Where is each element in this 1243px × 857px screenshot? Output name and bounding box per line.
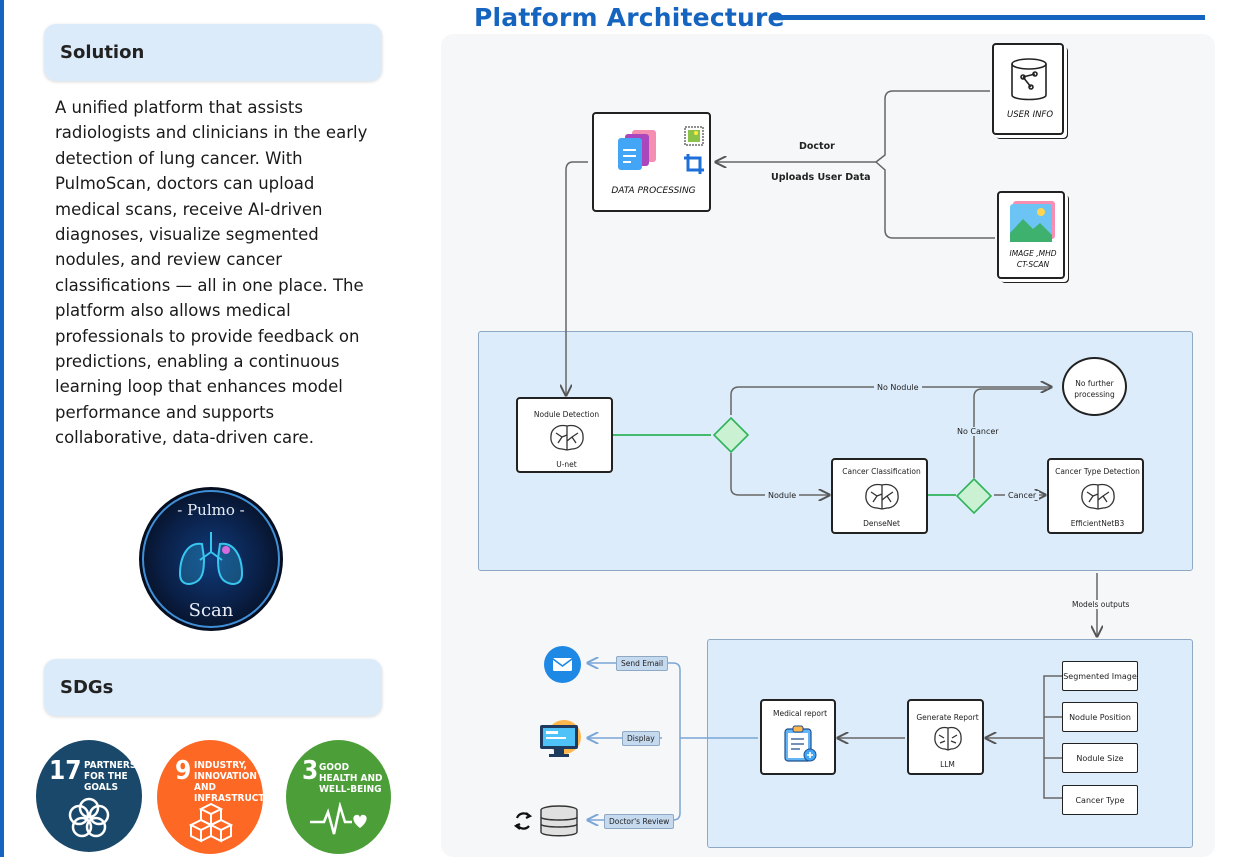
solution-heading-text: Solution [60,42,145,63]
processing-label: processing [1074,390,1115,399]
left-accent-bar [0,0,4,857]
ct-scan-label: CT-SCAN [1016,260,1050,269]
logo-top-text: - Pulmo - [177,501,244,519]
send-email-tag: Send Email [616,656,669,671]
solution-line: detection of lung cancer. With [55,148,303,168]
clipboard-report-icon [784,725,817,762]
data-processing-node: DATA PROCESSING [592,112,711,212]
sdg-9-badge: 9 INDUSTRY, INNOVATION AND INFRASTRUCTUR… [157,740,285,854]
solution-line: PulmoScan, doctors can upload [55,174,315,194]
generate-report-node: Generate Report LLM [907,699,984,775]
logo-bottom-text: Scan [189,600,234,621]
nodule-position-box: Nodule Position [1062,702,1138,732]
solution-heading: Solution [44,24,382,81]
unet-label: U-net [556,460,577,469]
monitor-display-icon [538,717,584,761]
database-sync-icon [513,804,585,838]
cancer-classification-label: Cancer Classification [842,467,921,476]
solution-line: professionals to provide feedback on [55,326,360,346]
solution-line: nodules, and review cancer [55,250,283,270]
sdg-3-badge: 3 GOOD HEALTH AND WELL-BEING [286,740,391,854]
pulmoscan-logo: - Pulmo - Scan [138,486,284,632]
sdg-17-badge: 17 PARTNERSHIPS FOR THE GOALS [36,740,161,852]
sdg-17-text: PARTNERSHIPS FOR THE GOALS [84,760,161,793]
nodule-label: Nodule [765,491,800,500]
diagram-title: Platform Architecture [474,3,785,32]
brain-icon [865,483,899,510]
crop-icon [684,154,704,174]
solution-line: A unified platform that assists [55,98,303,117]
solution-line: learning loop that enhances model [55,377,343,397]
cancer-classification-node: Cancer Classification DenseNet [831,458,928,534]
no-further-label: No further [1075,379,1114,388]
solution-line: classifications — all in one place. The [55,275,364,295]
cancer-type-label: Cancer Type [1075,795,1125,805]
no-cancer-label: No Cancer [954,427,1002,436]
solution-line: collaborative, data-driven care. [55,428,314,448]
brain-chip-icon [934,726,962,751]
sdg-3-number: 3 [302,756,319,786]
sdg-9-number: 9 [175,756,192,786]
sdg-9-text: INDUSTRY, INNOVATION AND INFRASTRUCTURE [194,760,285,804]
nodule-size-box: Nodule Size [1062,743,1138,773]
doctors-review-tag: Doctor's Review [604,814,675,829]
image-mhd-node: IMAGE ,MHD CT-SCAN [997,191,1065,279]
nodule-size-label: Nodule Size [1076,753,1124,763]
documents-icon [618,130,656,170]
medical-report-label: Medical report [772,709,828,718]
solution-line: predictions, enabling a continuous [55,352,340,372]
nodule-position-label: Nodule Position [1069,712,1131,722]
user-info-node: USER INFO [992,43,1064,135]
heartbeat-icon [310,802,367,835]
sdgs-heading-text: SDGs [60,677,114,698]
brain-icon [550,424,584,451]
uploads-label: Uploads User Data [771,172,871,183]
display-tag: Display [622,731,660,746]
generate-report-label: Generate Report [916,713,979,722]
efficientnet-label: EfficientNetB3 [1070,519,1125,528]
segmented-image-label: Segmented Image [1063,671,1137,681]
solution-line: platform also allows medical [55,301,291,321]
sdg-17-number: 17 [49,756,82,786]
partnership-rings-icon [68,797,110,838]
llm-label: LLM [940,760,955,769]
no-nodule-label: No Nodule [874,383,922,392]
cubes-icon [189,802,233,843]
no-further-processing-node: No further processing [1062,357,1127,416]
solution-line: medical scans, receive AI-driven [55,199,323,219]
user-info-label: USER INFO [1006,110,1054,120]
solution-line: performance and supports [55,402,275,422]
nodule-decision-diamond [712,416,750,454]
image-mhd-label: IMAGE ,MHD [1009,249,1057,258]
cancer-decision-diamond [955,477,993,515]
data-processing-label: DATA PROCESSING [611,186,696,196]
database-icon [1011,58,1047,101]
outputs-bracket [1043,675,1062,799]
title-underline [771,15,1205,20]
sdgs-heading: SDGs [44,659,382,716]
solution-paragraph: A unified platform that assists radiologi… [55,95,385,451]
nodule-detection-node: Nodule Detection U-net [516,397,613,473]
sdg-3-text: GOOD HEALTH AND WELL-BEING [319,762,383,795]
cancer-type-box: Cancer Type [1062,785,1138,815]
image-thumbnail-icon [684,126,704,146]
cancer-type-detection-node: Cancer Type Detection EfficientNetB3 [1047,458,1144,534]
brain-icon [1081,483,1115,510]
segmented-image-box: Segmented Image [1062,661,1138,691]
email-icon [544,646,581,683]
cancer-label: Cancer [1005,491,1040,500]
nodule-detection-label: Nodule Detection [533,410,600,419]
image-icon [1010,201,1055,242]
medical-report-node: Medical report [760,699,836,775]
models-outputs-label: Models outputs [1069,600,1133,609]
doctor-label: Doctor [799,141,835,152]
solution-line: diagnoses, visualize segmented [55,225,319,245]
cancer-type-detection-label: Cancer Type Detection [1055,467,1140,476]
densenet-label: DenseNet [863,519,900,528]
lungs-icon [178,532,244,585]
solution-line: radiologists and clinicians in the early [55,123,368,143]
